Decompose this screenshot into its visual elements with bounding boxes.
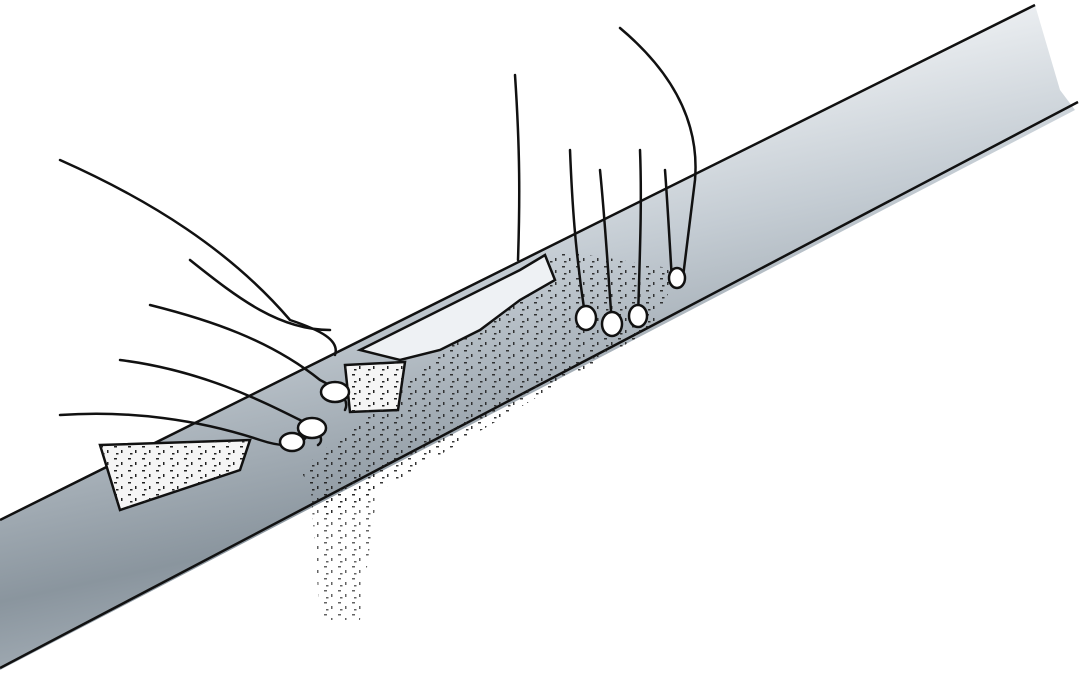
peeled-wrap — [356, 253, 557, 362]
left-hand — [58, 158, 351, 453]
right-hand — [513, 26, 697, 338]
